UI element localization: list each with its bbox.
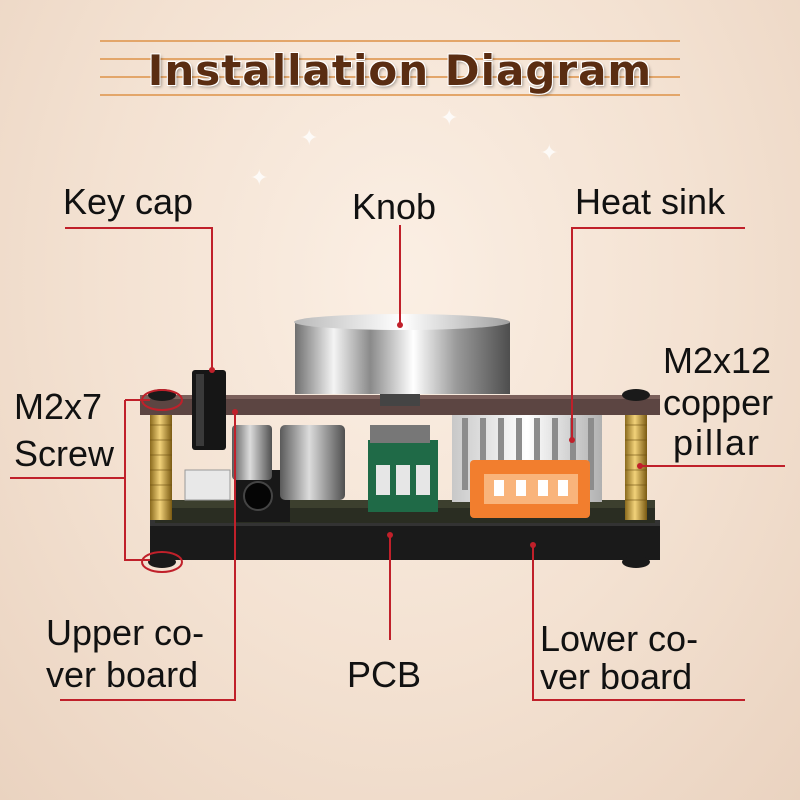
- sparkle-icon: ✦: [540, 140, 559, 165]
- label-pillar: pillar: [673, 422, 762, 463]
- top-screw-left: [148, 389, 176, 401]
- bottom-screw-right: [622, 556, 650, 568]
- title-rules: [100, 40, 680, 100]
- label-pcb: PCB: [347, 654, 422, 695]
- label-heat-sink: Heat sink: [575, 181, 726, 222]
- bottom-screw-left: [148, 556, 176, 568]
- top-screw-right: [622, 389, 650, 401]
- label-upper-cover-2: ver board: [46, 654, 199, 695]
- left-copper-pillar: [150, 412, 172, 520]
- diagram-title: Installation Diagram: [147, 46, 653, 95]
- sparkle-icon: ✦: [440, 105, 459, 130]
- sparkle-icon: ✦: [250, 165, 269, 190]
- capacitor-right: [280, 425, 345, 500]
- label-upper-cover-1: Upper co-: [46, 612, 205, 653]
- label-pillar-size: M2x12: [663, 340, 772, 381]
- label-pillar-material: copper: [663, 382, 774, 423]
- sparkle-icon: ✦: [300, 125, 319, 150]
- label-knob: Knob: [352, 186, 437, 227]
- label-lower-cover-1: Lower co-: [540, 618, 699, 659]
- label-screw: Screw: [14, 433, 115, 474]
- right-copper-pillar: [625, 412, 647, 520]
- label-key-cap: Key cap: [63, 181, 194, 222]
- leader-lines: [10, 225, 785, 701]
- label-screw-size: M2x7: [14, 386, 103, 427]
- label-lower-cover-2: ver board: [540, 656, 693, 697]
- knob: [295, 322, 510, 394]
- capacitor-left: [232, 425, 272, 480]
